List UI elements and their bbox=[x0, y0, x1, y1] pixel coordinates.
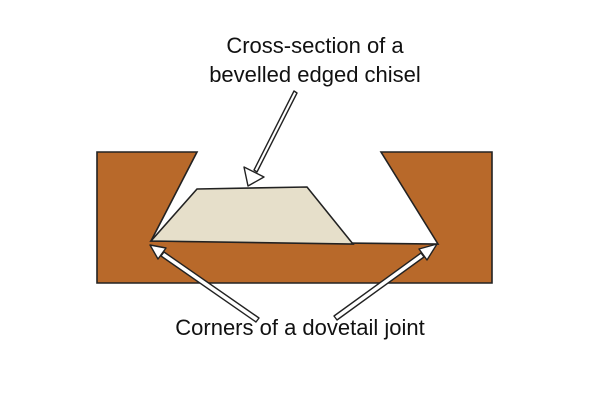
corners-label-text: Corners of a dovetail joint bbox=[175, 315, 425, 340]
chisel-label-line-2: bevelled edged chisel bbox=[209, 62, 421, 87]
chisel-arrow-shaft bbox=[253, 90, 298, 173]
chisel-label: Cross-section of a bevelled edged chisel bbox=[160, 31, 470, 89]
chisel-arrowhead bbox=[243, 166, 265, 187]
right-corner-arrowhead bbox=[418, 243, 438, 261]
dovetail-wood bbox=[96, 151, 493, 284]
chisel-label-line-1: Cross-section of a bbox=[226, 33, 404, 58]
left-corner-arrowhead bbox=[149, 244, 167, 260]
corners-label: Corners of a dovetail joint bbox=[120, 313, 480, 342]
chisel-cross-section bbox=[149, 186, 355, 245]
